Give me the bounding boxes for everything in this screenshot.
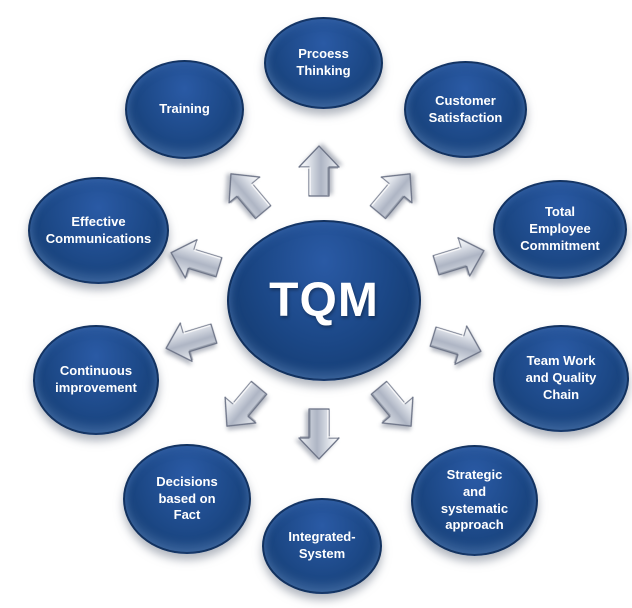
node-process-thinking: Prcoess Thinking [264,17,383,109]
center-label: TQM [269,273,379,327]
node-total-employee-commitment: Total Employee Commitment [493,180,627,279]
arrow-right-up-icon [429,230,491,286]
node-label: Total Employee Commitment [520,204,600,253]
node-label: Prcoess Thinking [296,46,351,78]
arrow-up-left-icon [214,160,280,226]
node-continuous-improvement: Continuous improvement [33,325,159,435]
arrow-right-down-icon [426,316,488,372]
node-integrated-system: Integrated-System [262,498,382,594]
node-label: Integrated-System [288,529,356,561]
node-training: Training [125,60,244,159]
arrow-left-down-icon [159,313,221,369]
arrow-down-icon [298,408,340,460]
arrow-up-right-icon [361,160,427,226]
node-label: Decisions based on Fact [156,473,218,523]
node-label: Customer Satisfaction [428,92,503,125]
node-strategic-systematic-approach: Strategic and systematic approach [411,445,538,556]
arrow-down-right-icon [362,374,428,440]
node-label: Team Work and Quality Chain [525,353,597,402]
center-node-tqm: TQM [227,220,421,381]
node-label: Training [159,101,210,117]
node-decisions-based-on-fact: Decisions based on Fact [123,444,251,554]
arrow-up-icon [298,145,340,197]
node-label: Strategic and systematic approach [440,466,509,533]
node-customer-satisfaction: Customer Satisfaction [404,61,527,158]
arrow-down-left-icon [210,374,276,440]
node-effective-communications: Effective Communications [28,177,169,284]
node-team-work-and-quality-chain: Team Work and Quality Chain [493,325,629,432]
node-label: Effective Communications [45,213,152,246]
arrow-left-up-icon [164,232,226,288]
node-label: Continuous improvement [55,363,137,395]
